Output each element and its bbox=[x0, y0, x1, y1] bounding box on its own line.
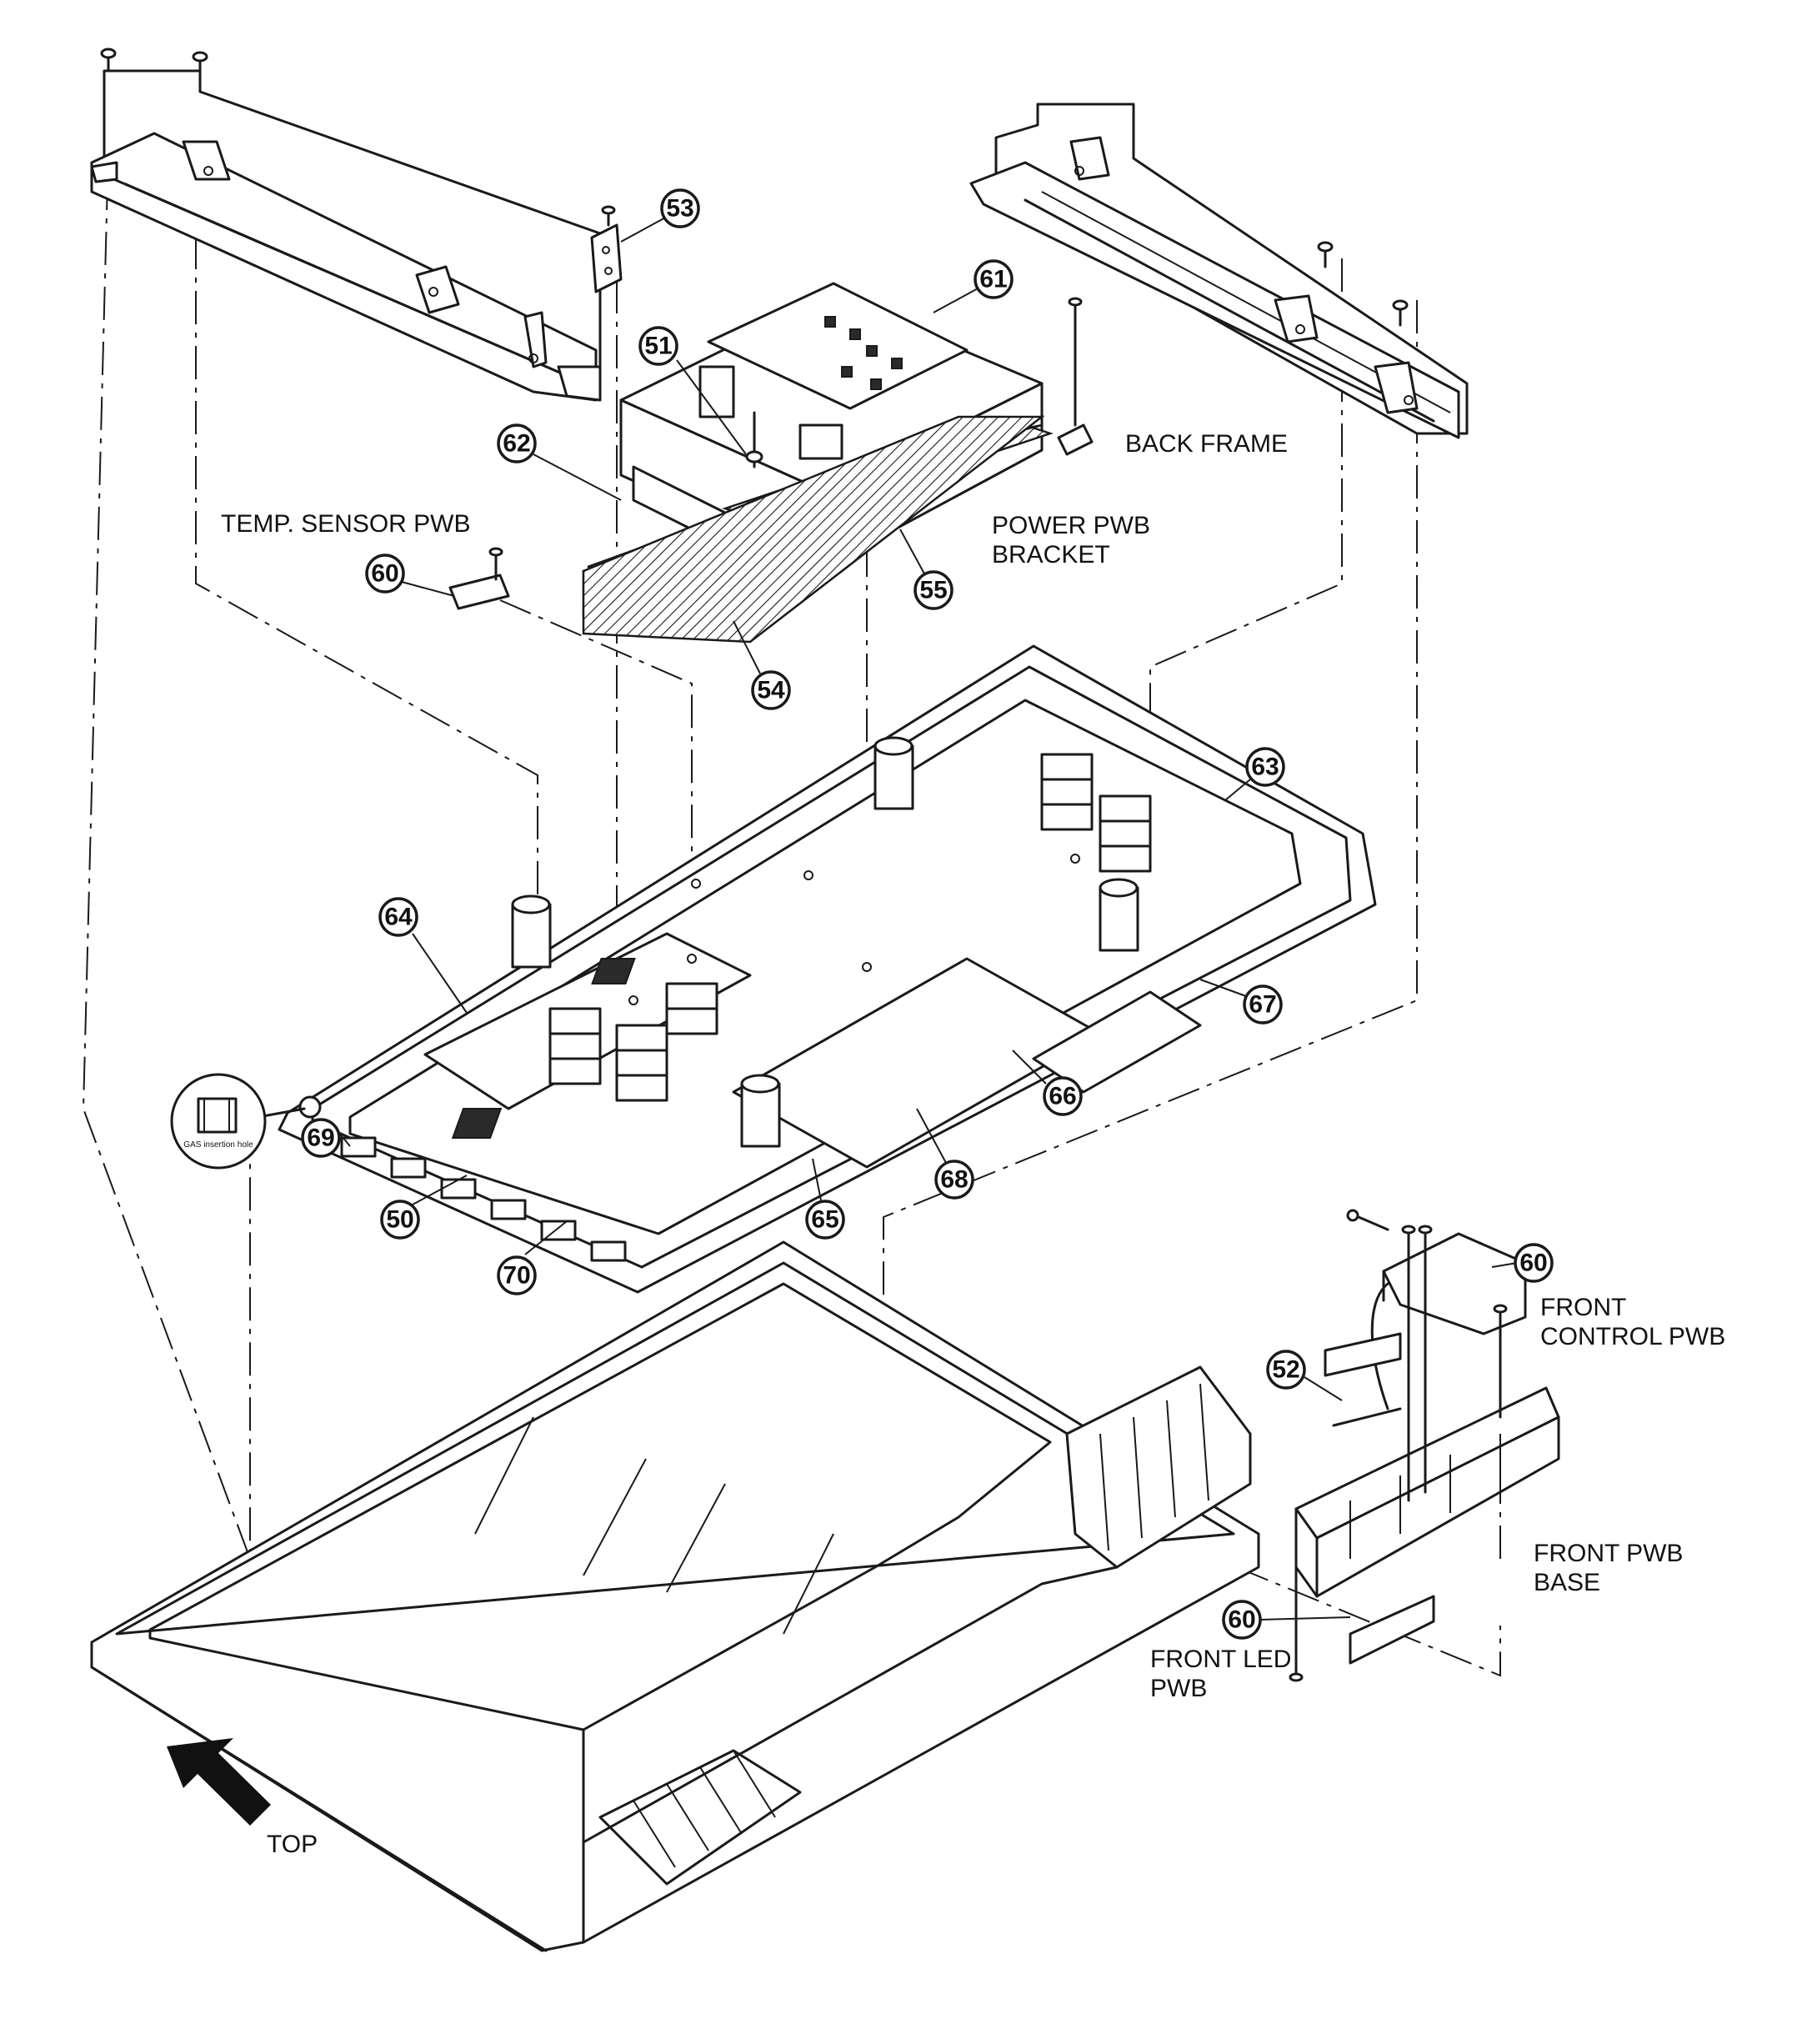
front-control-assembly bbox=[1289, 1209, 1560, 1682]
svg-text:61: 61 bbox=[979, 266, 1007, 293]
label-back-frame: BACK FRAME bbox=[1125, 430, 1288, 458]
screw-icon bbox=[100, 48, 208, 77]
svg-text:70: 70 bbox=[503, 1262, 530, 1290]
label-front-control-1: FRONT bbox=[1540, 1294, 1626, 1321]
svg-text:69: 69 bbox=[307, 1125, 334, 1152]
callout-60-front-control: 60 bbox=[1514, 1243, 1554, 1283]
callout-53: 53 bbox=[660, 188, 700, 228]
temp-sensor-pwb bbox=[448, 547, 510, 610]
svg-text:50: 50 bbox=[386, 1206, 413, 1234]
svg-text:60: 60 bbox=[1519, 1250, 1547, 1277]
screw-icon bbox=[1289, 1225, 1508, 1682]
back-frame-left bbox=[90, 48, 602, 402]
main-chassis bbox=[278, 644, 1377, 1294]
back-frame-right bbox=[969, 103, 1469, 439]
callout-60-temp: 60 bbox=[365, 554, 405, 594]
label-front-led-1: FRONT LED bbox=[1150, 1646, 1291, 1673]
gas-insertion-hole-detail: GAS insertion hole bbox=[170, 1073, 306, 1170]
callout-70: 70 bbox=[497, 1255, 537, 1295]
screw-icon bbox=[1317, 241, 1409, 327]
label-front-control-2: CONTROL PWB bbox=[1540, 1323, 1725, 1350]
label-temp-sensor-pwb: TEMP. SENSOR PWB bbox=[221, 510, 471, 538]
bracket-53 bbox=[590, 205, 623, 293]
callout-markers: 53 61 51 62 60 55 54 63 64 67 69 66 68 5… bbox=[301, 188, 1554, 1640]
label-front-pwb-base-1: FRONT PWB bbox=[1534, 1540, 1683, 1567]
callout-66: 66 bbox=[1043, 1076, 1083, 1116]
callout-64: 64 bbox=[378, 897, 418, 937]
svg-text:53: 53 bbox=[666, 195, 693, 223]
callout-65: 65 bbox=[805, 1200, 845, 1240]
top-direction-arrow-icon bbox=[167, 1738, 271, 1826]
svg-text:65: 65 bbox=[811, 1206, 838, 1234]
callout-52: 52 bbox=[1266, 1350, 1306, 1390]
callout-67: 67 bbox=[1243, 984, 1283, 1025]
callout-55: 55 bbox=[914, 570, 954, 610]
callout-54: 54 bbox=[751, 670, 791, 710]
label-power-pwb: POWER PWB bbox=[992, 512, 1150, 539]
callout-68: 68 bbox=[934, 1160, 974, 1200]
svg-text:67: 67 bbox=[1249, 991, 1276, 1019]
part-labels: BACK FRAME TEMP. SENSOR PWB POWER PWB BR… bbox=[221, 430, 1725, 1858]
callout-50: 50 bbox=[380, 1200, 420, 1240]
svg-text:62: 62 bbox=[503, 430, 530, 458]
callout-62: 62 bbox=[497, 423, 537, 463]
label-front-pwb-base-2: BASE bbox=[1534, 1569, 1600, 1596]
callout-69: 69 bbox=[301, 1118, 341, 1158]
insulating-sheets bbox=[582, 415, 1054, 644]
svg-text:52: 52 bbox=[1272, 1356, 1299, 1384]
svg-text:51: 51 bbox=[644, 333, 672, 360]
svg-text:64: 64 bbox=[384, 904, 413, 931]
callout-63: 63 bbox=[1245, 747, 1285, 787]
callout-61: 61 bbox=[974, 259, 1014, 299]
svg-text:60: 60 bbox=[1228, 1606, 1255, 1634]
power-pwb-bracket bbox=[1057, 297, 1094, 456]
label-power-bracket: BRACKET bbox=[992, 541, 1110, 569]
gas-hole-label: GAS insertion hole bbox=[183, 1140, 253, 1150]
callout-51: 51 bbox=[638, 326, 678, 366]
svg-text:68: 68 bbox=[940, 1166, 968, 1194]
svg-text:66: 66 bbox=[1049, 1083, 1076, 1110]
front-bezel bbox=[90, 1240, 1260, 1952]
svg-text:63: 63 bbox=[1251, 754, 1279, 781]
svg-text:54: 54 bbox=[757, 677, 785, 704]
label-front-led-2: PWB bbox=[1150, 1675, 1207, 1702]
label-top: TOP bbox=[267, 1831, 318, 1858]
callout-60-front-led: 60 bbox=[1222, 1600, 1262, 1640]
svg-text:55: 55 bbox=[919, 577, 947, 604]
svg-text:60: 60 bbox=[371, 560, 398, 588]
